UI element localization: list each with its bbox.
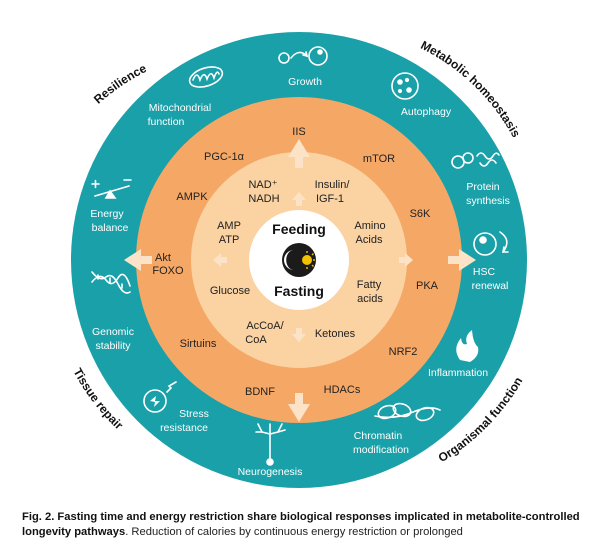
mitochondria-icon [188,66,224,88]
growth-icon [278,46,328,66]
arrows [124,139,476,422]
pathway-bdnf: BDNF [245,386,275,398]
center-feeding-label: Feeding [272,221,326,237]
longevity-pathways-diagram: Feeding Fasting Resilience Metabolic hom… [71,32,527,488]
pathway-mtor: mTOR [363,153,395,165]
outcome-protein-2: synthesis [466,195,510,207]
arrow-small-left [213,253,227,267]
arrow-left [124,249,152,271]
metabolite-amino-2: Acids [356,234,383,246]
outcome-chromatin-2: modification [353,444,409,456]
metabolite-fatty: Fatty [357,279,382,291]
outcome-neurogenesis: Neurogenesis [238,466,303,478]
metabolite-amp: AMP [217,220,241,232]
pathway-hdacs: HDACs [324,384,361,396]
caption-title: Fig. 2. Fasting time and energy restrict… [22,511,580,538]
outcome-stress-2: resistance [160,422,208,434]
metabolite-acoa: AcCoA/ [246,320,284,332]
pathway-sirtuins: Sirtuins [180,338,217,350]
metabolite-coa: CoA [245,334,267,346]
pathway-nrf2: NRF2 [389,346,418,358]
autophagy-icon [391,72,419,100]
outcome-chromatin: Chromatin [354,430,403,442]
arrow-small-down [292,328,306,342]
pathway-akt: Akt [155,252,171,264]
moon-icon [284,250,294,270]
figure-caption: Fig. 2. Fasting time and energy restrict… [22,510,582,540]
outcome-energy: Energy [90,208,124,220]
pathway-foxo: FOXO [152,265,184,277]
pathway-pgc1a: PGC-1α [204,151,245,163]
metabolite-ketones: Ketones [315,328,356,340]
feeding-fasting-icon [282,243,316,277]
outcome-stress: Stress [179,408,209,420]
caption-text: . Reduction of calories by continuous en… [125,526,463,538]
metabolite-glucose: Glucose [210,285,250,297]
metabolite-amino: Amino [354,220,385,232]
outcome-energy-2: balance [92,222,129,234]
outcome-hsc-2: renewal [472,280,509,292]
sun-icon [302,255,312,265]
metabolite-atp: ATP [219,234,240,246]
arrow-small-up [292,192,306,206]
arrow-right [448,249,476,271]
outcome-genomic: Genomic [92,326,134,338]
pathway-ampk: AMPK [176,191,208,203]
arrow-small-right [399,253,413,267]
protein-synthesis-icon [451,152,500,169]
neuron-icon [255,423,286,466]
metabolite-insulin: Insulin/ [315,179,351,191]
chromatin-icon [374,402,441,422]
center-fasting-label: Fasting [274,283,324,299]
stress-resistance-icon [143,381,177,413]
pathway-s6k: S6K [410,208,431,220]
arrow-down [288,393,310,422]
metabolite-nadh: NADH [248,193,279,205]
metabolite-nad: NAD⁺ [248,179,277,191]
metabolite-igf1: IGF-1 [316,193,344,205]
inflammation-icon [456,330,479,362]
metabolite-fatty-2: acids [357,293,383,305]
arrow-up [288,139,310,168]
outcome-hsc: HSC [473,266,496,278]
outcome-mitochondrial: Mitochondrial [149,102,211,114]
hsc-renewal-icon [473,231,509,256]
pathway-pka: PKA [416,280,439,292]
pathway-iis: IIS [292,126,305,138]
outcome-growth: Growth [288,76,322,88]
outcome-genomic-2: stability [95,340,131,352]
outcome-protein: Protein [466,181,499,193]
outcome-inflammation: Inflammation [428,367,488,379]
dna-icon [91,271,131,294]
outcome-autophagy: Autophagy [401,106,452,118]
energy-balance-icon [91,179,132,199]
outcome-mitochondrial-2: function [148,116,185,128]
